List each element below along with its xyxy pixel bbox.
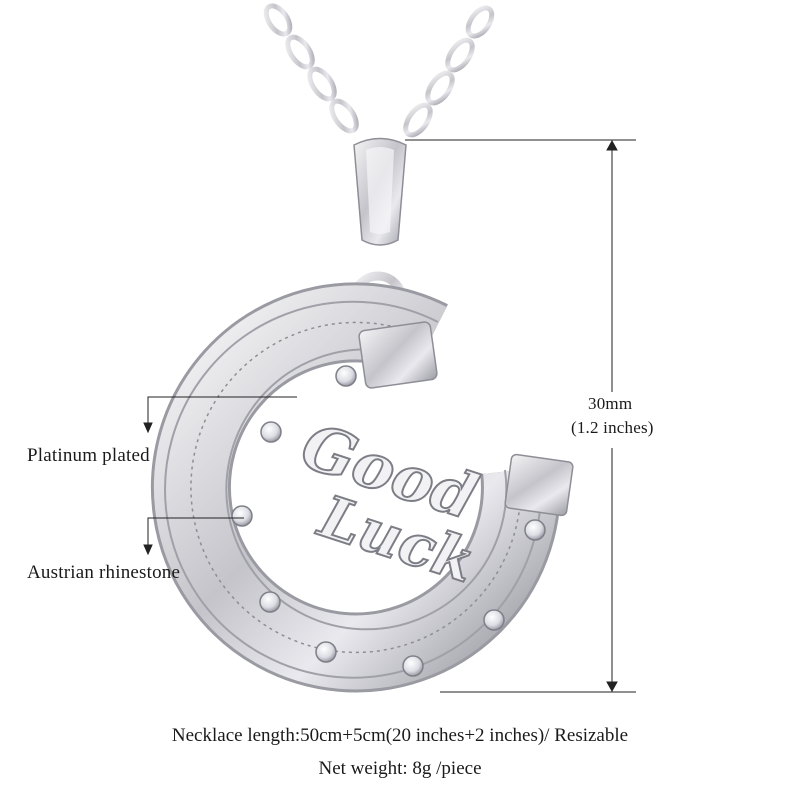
necklace-length-text: Necklace length:50cm+5cm(20 inches+2 inc… <box>171 725 629 746</box>
horseshoe <box>150 282 574 693</box>
dimension-line <box>405 139 636 693</box>
good-luck-lettering: Good Luck <box>292 408 487 597</box>
callouts <box>143 396 297 556</box>
size-mm-label: 30mm <box>588 394 633 413</box>
rhinestones <box>231 365 546 677</box>
net-weight-text: Net weight: 8g /piece <box>318 758 482 779</box>
platinum-plated-label: Platinum plated <box>27 445 150 466</box>
chain <box>263 3 495 138</box>
austrian-rhinestone-label: Austrian rhinestone <box>27 562 181 583</box>
size-inches-label: (1.2 inches) <box>571 418 654 437</box>
